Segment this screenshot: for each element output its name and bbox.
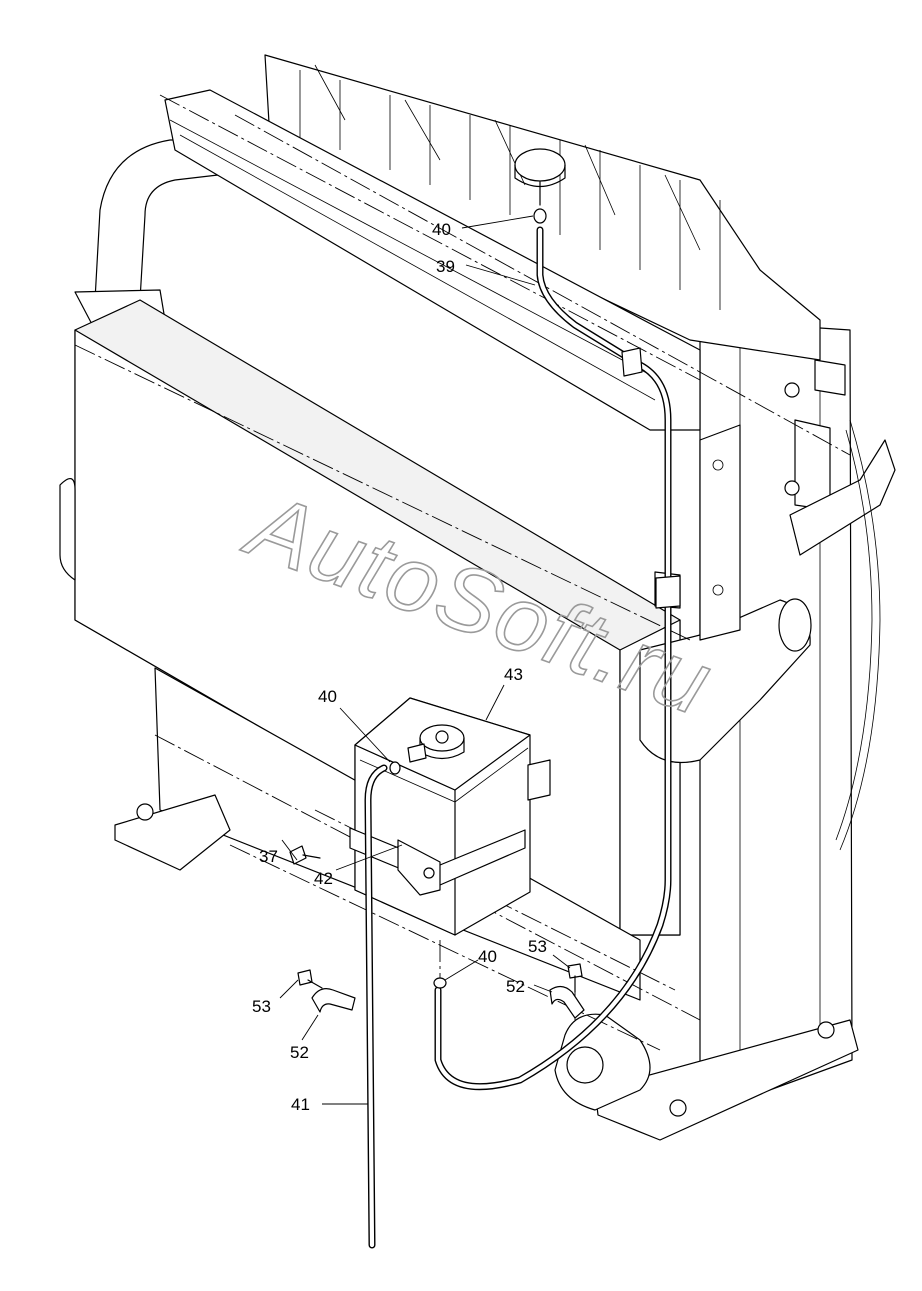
callout-43: 43 — [504, 665, 523, 684]
leader-lines — [279, 215, 571, 1105]
callout-53-left: 53 — [252, 997, 271, 1016]
callout-40-lower: 40 — [478, 947, 497, 966]
callout-40-reservoir: 40 — [318, 687, 337, 706]
callout-53-right: 53 — [528, 937, 547, 956]
mounting-bracket — [397, 839, 441, 896]
callout-40-top: 40 — [432, 220, 451, 239]
callout-52-left: 52 — [290, 1043, 309, 1062]
callout-39: 39 — [436, 257, 455, 276]
callout-41: 41 — [291, 1095, 310, 1114]
hoses — [364, 226, 681, 1249]
callout-52-right: 52 — [506, 977, 525, 996]
callout-37: 37 — [259, 847, 278, 866]
small-parts — [289, 208, 585, 1019]
callouts: 40 39 40 43 37 42 40 53 52 53 52 41 — [252, 220, 547, 1114]
callout-42: 42 — [314, 869, 333, 888]
coolant-reservoir — [349, 697, 551, 936]
